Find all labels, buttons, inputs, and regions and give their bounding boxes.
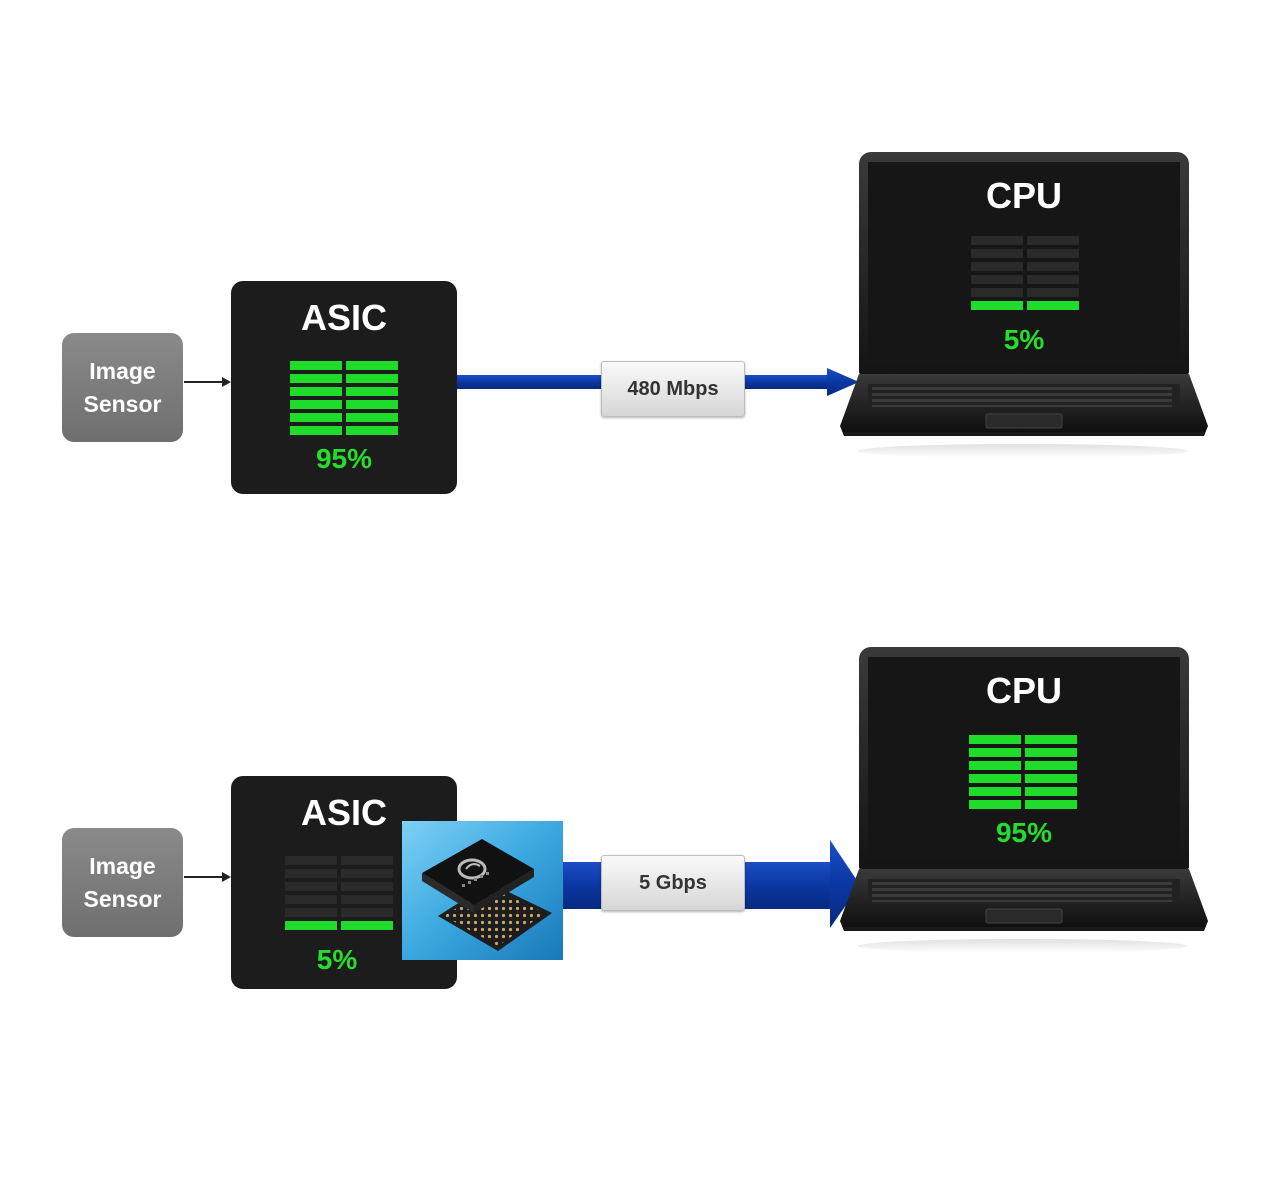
image-sensor-box: Image Sensor: [62, 828, 183, 937]
meter-bar: [285, 856, 337, 865]
meter-bar: [1025, 774, 1077, 783]
meter-bar: [1025, 761, 1077, 770]
bottom-diagram: Image Sensor ASIC 5%: [0, 635, 1280, 1055]
meter-bar: [285, 869, 337, 878]
laptop-keyboard-base-icon: [840, 374, 1208, 436]
meter-bar: [1027, 288, 1079, 297]
asic-load-percent: 95%: [315, 443, 373, 474]
cpu-load-percent: 5%: [1003, 324, 1045, 355]
meter-bar: [341, 869, 393, 878]
sensor-label-line2: Sensor: [83, 885, 162, 912]
asic-title: ASIC: [300, 792, 387, 833]
meter-bar: [969, 800, 1021, 809]
meter-bar: [290, 374, 342, 383]
sensor-label-line1: Image: [89, 852, 156, 879]
meter-bar: [971, 249, 1023, 258]
meter-bar: [285, 921, 337, 930]
meter-bar: [1027, 301, 1079, 310]
meter-bar: [971, 275, 1023, 284]
laptop-screen-bezel: CPU 5%: [859, 152, 1189, 374]
laptop-screen: CPU 95%: [868, 657, 1180, 861]
meter-bar: [969, 787, 1021, 796]
chip-photo-icon: [402, 821, 563, 960]
meter-bar: [346, 400, 398, 409]
sensor-to-asic-arrow-icon: [184, 872, 231, 882]
meter-bar: [341, 921, 393, 930]
meter-bar: [285, 895, 337, 904]
asic-load-percent: 5%: [316, 944, 358, 975]
laptop-screen-bezel: CPU 95%: [859, 647, 1189, 869]
meter-bar: [346, 387, 398, 396]
laptop-icon: CPU 5%: [838, 152, 1210, 462]
cpu-load-percent: 95%: [995, 817, 1053, 848]
meter-bar: [1027, 275, 1079, 284]
asic-title: ASIC: [300, 297, 387, 338]
meter-bar: [969, 774, 1021, 783]
meter-bar: [1025, 748, 1077, 757]
meter-bar: [1025, 735, 1077, 744]
meter-bar: [346, 361, 398, 370]
laptop-screen: CPU 5%: [868, 162, 1180, 366]
meter-bar: [346, 374, 398, 383]
meter-bar: [971, 236, 1023, 245]
meter-bar: [341, 895, 393, 904]
laptop-reflection: [858, 939, 1188, 953]
cpu-title: CPU: [985, 670, 1062, 711]
laptop-icon: CPU 95%: [838, 647, 1210, 957]
meter-bar: [346, 426, 398, 435]
meter-bar: [341, 882, 393, 891]
meter-bar: [290, 400, 342, 409]
meter-bar: [346, 413, 398, 422]
meter-bar: [290, 426, 342, 435]
meter-bar: [971, 262, 1023, 271]
sensor-label-line1: Image: [89, 357, 156, 384]
asic-block: ASIC 95%: [231, 281, 457, 494]
meter-bar: [341, 856, 393, 865]
image-sensor-box: Image Sensor: [62, 333, 183, 442]
meter-bar: [285, 908, 337, 917]
meter-bar: [1025, 800, 1077, 809]
meter-bar: [969, 748, 1021, 757]
meter-bar: [971, 288, 1023, 297]
cpu-title: CPU: [985, 175, 1062, 216]
meter-bar: [1025, 787, 1077, 796]
meter-bar: [1027, 262, 1079, 271]
laptop-keyboard-base-icon: [840, 869, 1208, 931]
laptop-reflection: [858, 444, 1188, 458]
link-speed-badge: 5 Gbps: [601, 855, 745, 911]
meter-bar: [290, 361, 342, 370]
meter-bar: [969, 761, 1021, 770]
meter-bar: [290, 387, 342, 396]
meter-bar: [290, 413, 342, 422]
sensor-to-asic-arrow-icon: [184, 377, 231, 387]
meter-bar: [341, 908, 393, 917]
meter-bar: [285, 882, 337, 891]
meter-bar: [969, 735, 1021, 744]
meter-bar: [1027, 249, 1079, 258]
meter-bar: [971, 301, 1023, 310]
link-speed-badge: 480 Mbps: [601, 361, 745, 417]
meter-bar: [1027, 236, 1079, 245]
sensor-label-line2: Sensor: [83, 390, 162, 417]
top-diagram: Image Sensor ASIC 95% 480 Mbps CPU 5%: [0, 140, 1280, 560]
